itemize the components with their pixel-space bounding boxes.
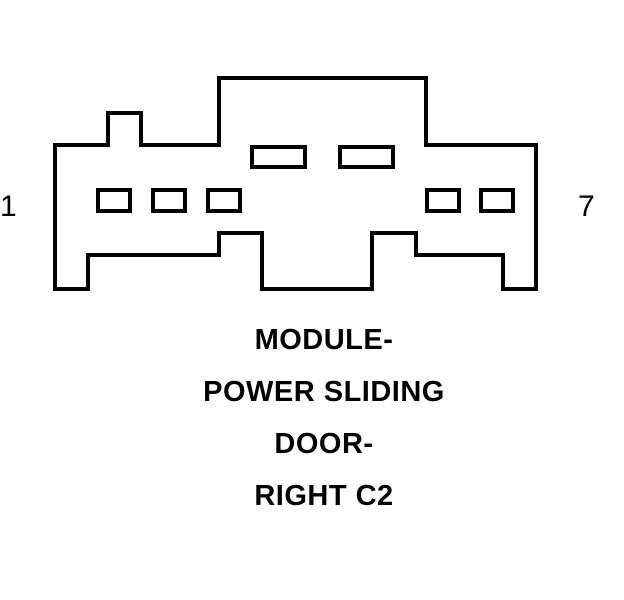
connector-housing-outline: [53, 76, 538, 291]
pin-cavity-2: [151, 188, 187, 213]
connector-title: MODULE- POWER SLIDING DOOR- RIGHT C2: [0, 318, 624, 526]
pin-number-first-label: 1: [0, 190, 17, 223]
title-line-4: RIGHT C2: [254, 480, 394, 512]
pin-cavity-7: [479, 188, 515, 213]
pin-number-last-label: 7: [578, 190, 595, 223]
pin-cavity-6: [425, 188, 461, 213]
latch-cavity-left: [250, 145, 307, 169]
pin-cavity-1: [96, 188, 132, 213]
latch-cavity-right: [338, 145, 395, 169]
title-line-3: DOOR-: [274, 428, 374, 460]
pin-cavity-3: [206, 188, 242, 213]
title-line-1: MODULE-: [254, 324, 394, 356]
title-line-2: POWER SLIDING: [203, 376, 445, 408]
